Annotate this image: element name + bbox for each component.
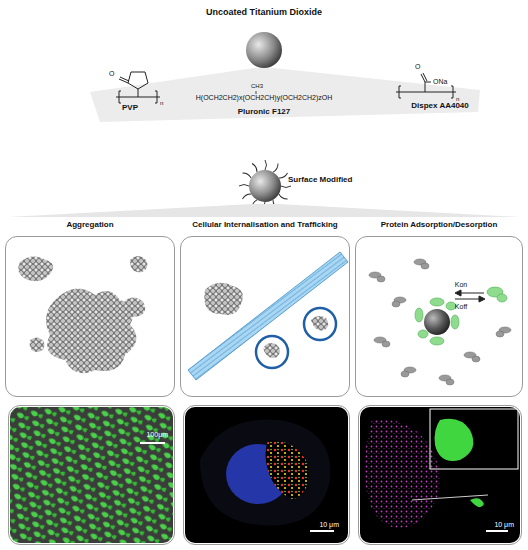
atom-label: ONa	[433, 78, 447, 86]
panel-heading: Cellular Internalisation and Trafficking	[192, 221, 337, 230]
mechanism-panel: Aggregation	[5, 219, 175, 397]
micrograph-panel: 10 μm	[358, 405, 522, 545]
mechanism-panel: Cellular Internalisation and Trafficking	[180, 219, 350, 397]
panel-heading: Aggregation	[66, 221, 113, 230]
mechanism-panel: Protein Adsorption/DesorptionKonKoff	[355, 219, 523, 397]
molecule-name: PVP	[122, 104, 138, 113]
panel-frame	[355, 236, 523, 397]
diagram-title: Uncoated Titanium Dioxide	[206, 8, 322, 18]
micrograph-panel: 10 μm	[183, 405, 350, 545]
atom-label: CH3	[251, 83, 263, 90]
panel-heading: Protein Adsorption/Desorption	[381, 221, 498, 230]
panel-frame	[180, 236, 350, 397]
atom-label: O	[109, 70, 114, 78]
scale-label: 100μm	[146, 431, 168, 439]
scale-label: 10 μm	[494, 521, 514, 529]
molecule-name: Dispex AA4040	[411, 102, 469, 111]
rate-constant: Koff	[455, 303, 467, 311]
chemical-formula: H(OCH2CH2)x(OCH2CH)y(OCH2CH2)zOH	[196, 94, 333, 102]
atom-label: O	[415, 63, 420, 71]
panel-frame	[5, 236, 175, 397]
micrograph-panel: 100μm	[8, 405, 175, 545]
scale-label: 10 μm	[319, 521, 339, 529]
molecule-name: Pluronic F127	[238, 108, 290, 117]
rate-constant: Kon	[455, 281, 467, 289]
repeat-subscript: n	[160, 100, 163, 107]
stage-label: Surface Modified	[288, 176, 352, 185]
